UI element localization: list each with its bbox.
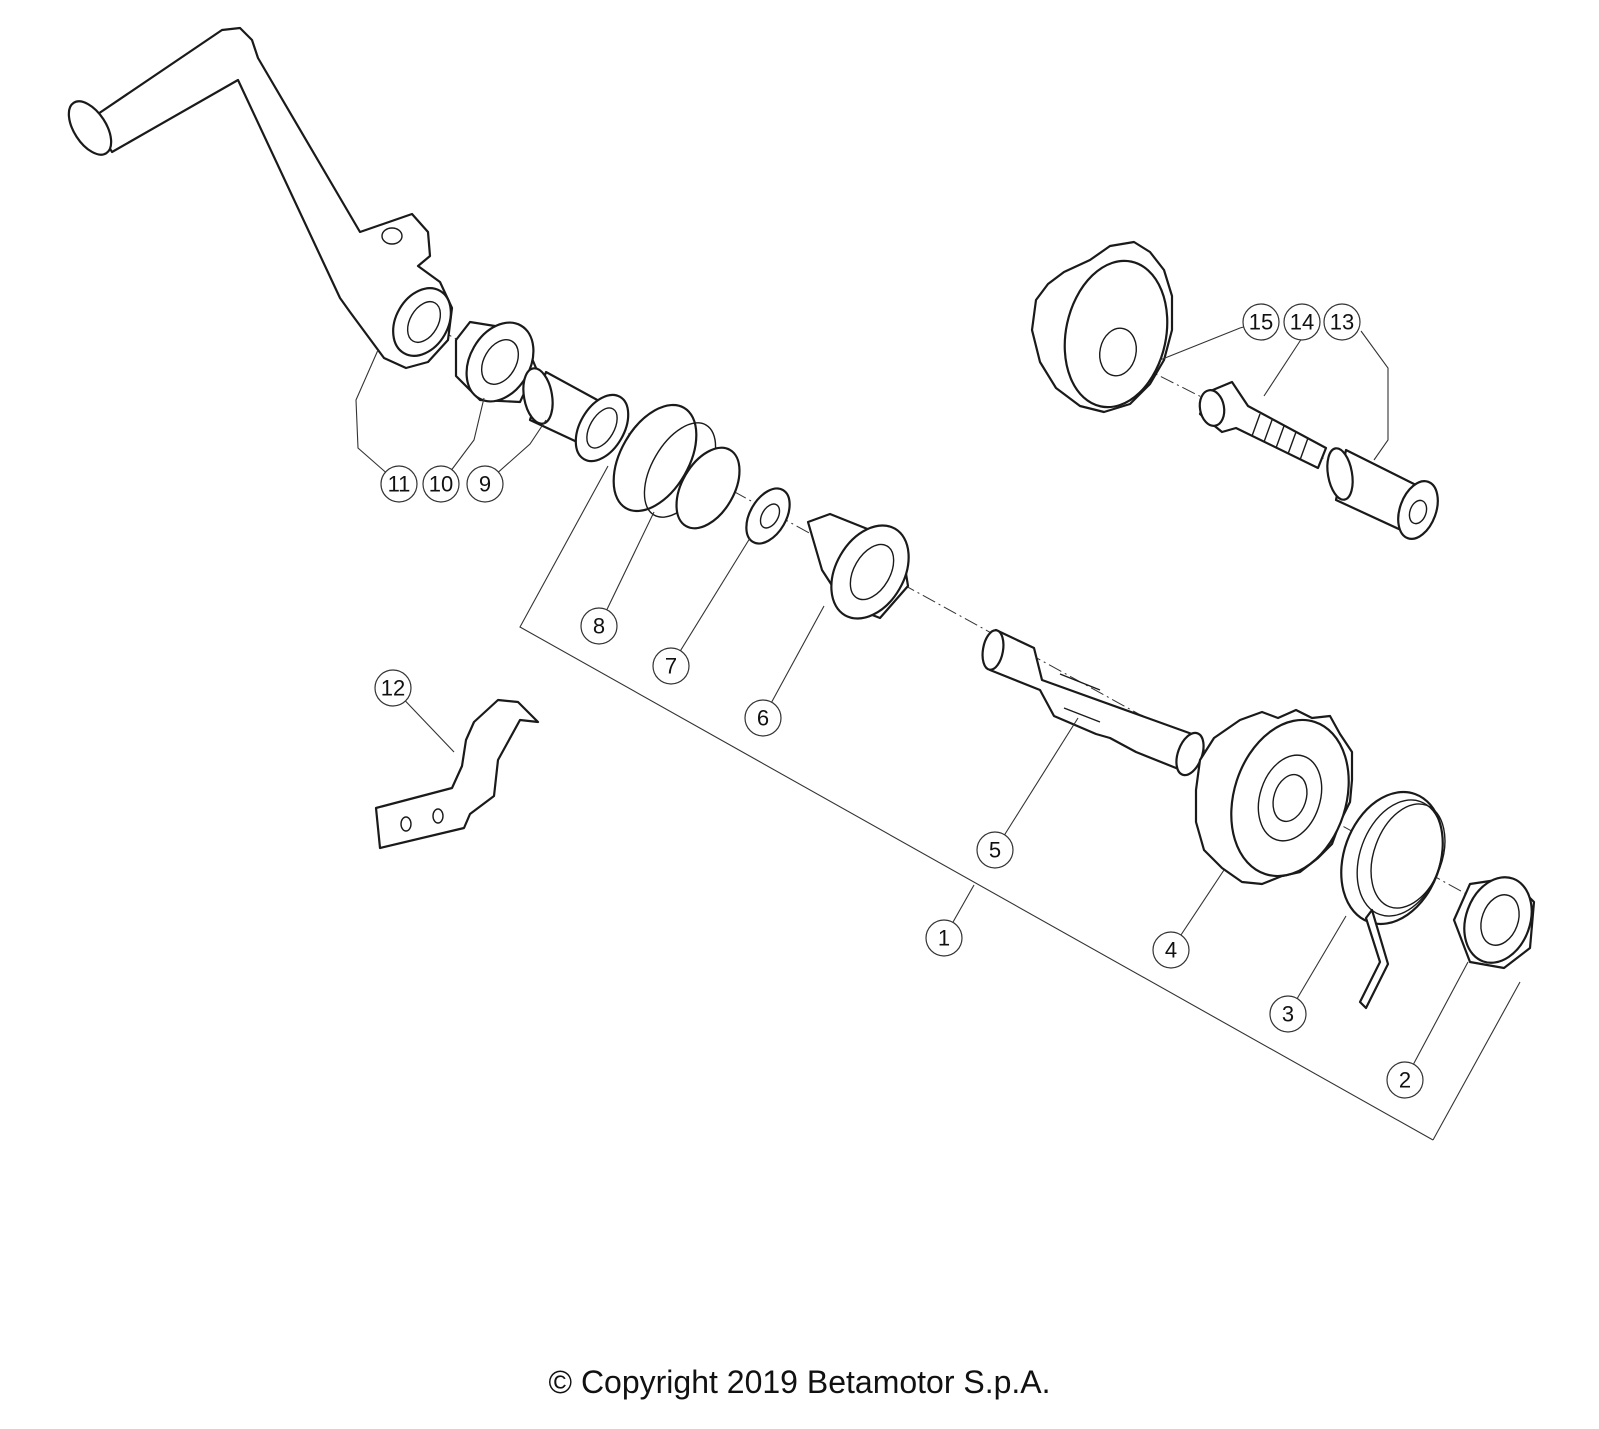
callout-label: 10 <box>429 472 453 497</box>
callout-label: 4 <box>1165 938 1177 963</box>
part-2-washer <box>1452 876 1536 970</box>
callout-1: 1 <box>925 919 963 957</box>
part-10-washer <box>454 320 538 404</box>
part-8-spring <box>612 403 741 530</box>
part-13-bushing <box>1326 447 1439 540</box>
callout-label: 3 <box>1282 1002 1294 1027</box>
callout-label: 14 <box>1290 310 1314 335</box>
part-5-shaft <box>981 628 1205 777</box>
part-6-ratchet <box>806 512 910 620</box>
part-15-idler-gear <box>1030 240 1174 414</box>
callout-label: 8 <box>593 614 605 639</box>
callout-15: 15 <box>1242 303 1280 341</box>
part-3-torsion-spring <box>1340 790 1446 1010</box>
part-4-gear <box>1194 708 1354 886</box>
callout-label: 11 <box>388 472 411 497</box>
callout-4: 4 <box>1152 931 1190 969</box>
callout-2: 2 <box>1386 1061 1424 1099</box>
callout-3: 3 <box>1269 995 1307 1033</box>
callout-5: 5 <box>976 831 1014 869</box>
callout-7: 7 <box>652 647 690 685</box>
callout-label: 13 <box>1330 310 1354 335</box>
callout-11: 11 <box>380 465 418 503</box>
callout-6: 6 <box>744 699 782 737</box>
callout-label: 6 <box>757 706 769 731</box>
kick-start-lever <box>67 26 454 370</box>
part-9-bushing <box>522 367 630 463</box>
callout-label: 1 <box>938 926 950 951</box>
part-14-screw <box>1198 380 1328 470</box>
callout-label: 7 <box>665 654 677 679</box>
callout-14: 14 <box>1283 303 1321 341</box>
callout-13: 13 <box>1323 303 1361 341</box>
callout-8: 8 <box>580 607 618 645</box>
callout-label: 2 <box>1399 1068 1411 1093</box>
callout-label: 15 <box>1249 310 1273 335</box>
callout-9: 9 <box>466 465 504 503</box>
copyright-notice: © Copyright 2019 Betamotor S.p.A. <box>548 1364 1051 1400</box>
leader-lines <box>355 321 1521 1141</box>
callout-10: 10 <box>422 465 460 503</box>
callout-label: 9 <box>479 472 491 497</box>
callout-12: 12 <box>374 669 412 707</box>
part-7-washer <box>745 487 791 545</box>
callout-label: 12 <box>381 676 405 701</box>
callout-label: 5 <box>989 838 1001 863</box>
part-12-guide-plate <box>374 698 540 850</box>
